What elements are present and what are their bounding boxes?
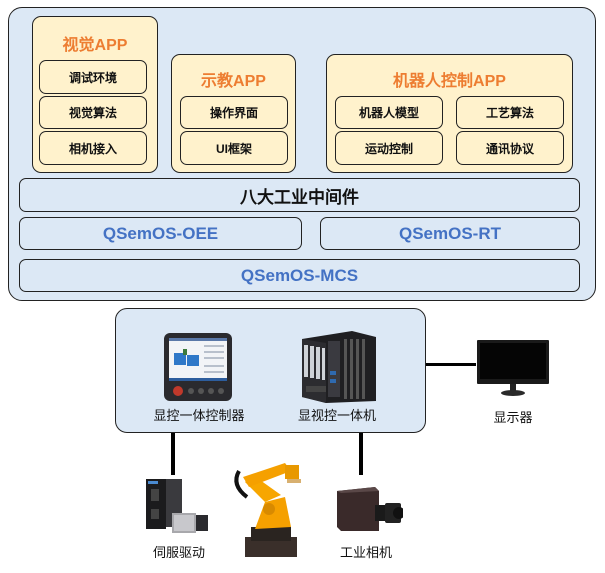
os-rt-layer: QSemOS-RT: [320, 217, 580, 250]
connector-servo: [171, 433, 175, 475]
monitor-label: 显示器: [493, 410, 533, 425]
connector-camera: [359, 433, 363, 475]
module-ui-framework: UI框架: [180, 131, 288, 165]
module-operation-ui: 操作界面: [180, 96, 288, 129]
connector-monitor: [426, 363, 476, 366]
module-comm-protocol: 通讯协议: [456, 131, 564, 165]
robot-control-app-title: 机器人控制APP: [393, 73, 506, 90]
module-process-algorithm: 工艺算法: [456, 96, 564, 129]
module-motion-control: 运动控制: [335, 131, 443, 165]
ipc-label: 显视控一体机: [297, 408, 376, 423]
industrial-pc-icon: [296, 331, 376, 403]
module-camera-access: 相机接入: [39, 131, 147, 165]
controller-label: 显控一体控制器: [153, 408, 245, 423]
os-oee-layer: QSemOS-OEE: [19, 217, 302, 250]
module-robot-model: 机器人模型: [335, 96, 443, 129]
vision-app-title: 视觉APP: [62, 37, 128, 54]
touch-panel-controller-icon: [164, 333, 232, 401]
module-vision-algorithm: 视觉算法: [39, 96, 147, 129]
teaching-app-title: 示教APP: [201, 73, 266, 90]
os-mcs-layer: QSemOS-MCS: [19, 259, 580, 292]
camera-label: 工业相机: [339, 545, 392, 560]
servo-label: 伺服驱动: [152, 545, 205, 560]
industrial-camera-icon: [335, 487, 405, 532]
monitor-icon: [477, 340, 549, 396]
industrial-robot-arm-icon: [225, 457, 307, 560]
module-debug-env: 调试环境: [39, 60, 147, 94]
servo-drive-icon: [146, 479, 210, 534]
middleware-layer: 八大工业中间件: [19, 178, 580, 212]
